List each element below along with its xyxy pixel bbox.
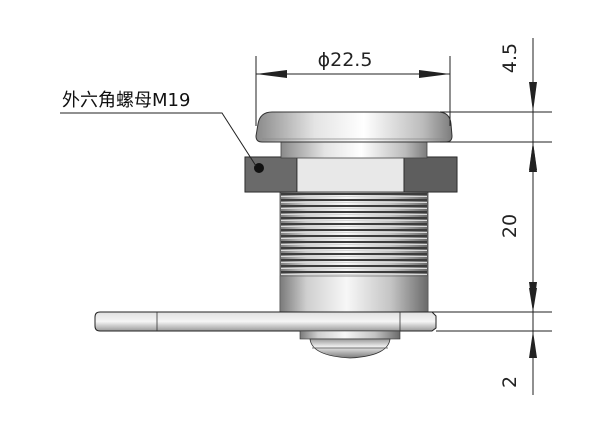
cam-plate [94,311,437,332]
vertical-dimension-chain [428,38,552,395]
cylinder-lower-band [279,275,429,313]
plate-thickness-label: 2 [499,376,521,388]
nut-front-face [296,156,405,193]
flange-height-label: 4.5 [499,43,521,73]
retaining-screw [299,330,401,359]
screw-dome [309,338,391,359]
nut-right-face [403,156,458,193]
cam-plate-shape [94,311,437,332]
cap-collar [280,140,428,159]
thread-lines [281,193,427,275]
diameter-label: ϕ22.5 [318,49,373,71]
hex-nut [244,156,458,193]
nut-marker-dot [254,163,264,173]
diameter-dimension [255,56,451,126]
nut-left-face [244,156,298,193]
callout-label: 外六角螺母M19 [62,90,190,111]
lock-body [279,185,429,313]
lock-cap [255,111,453,159]
callout-leader [60,112,257,167]
body-length-label: 20 [499,214,521,238]
cap-flange [255,111,453,143]
